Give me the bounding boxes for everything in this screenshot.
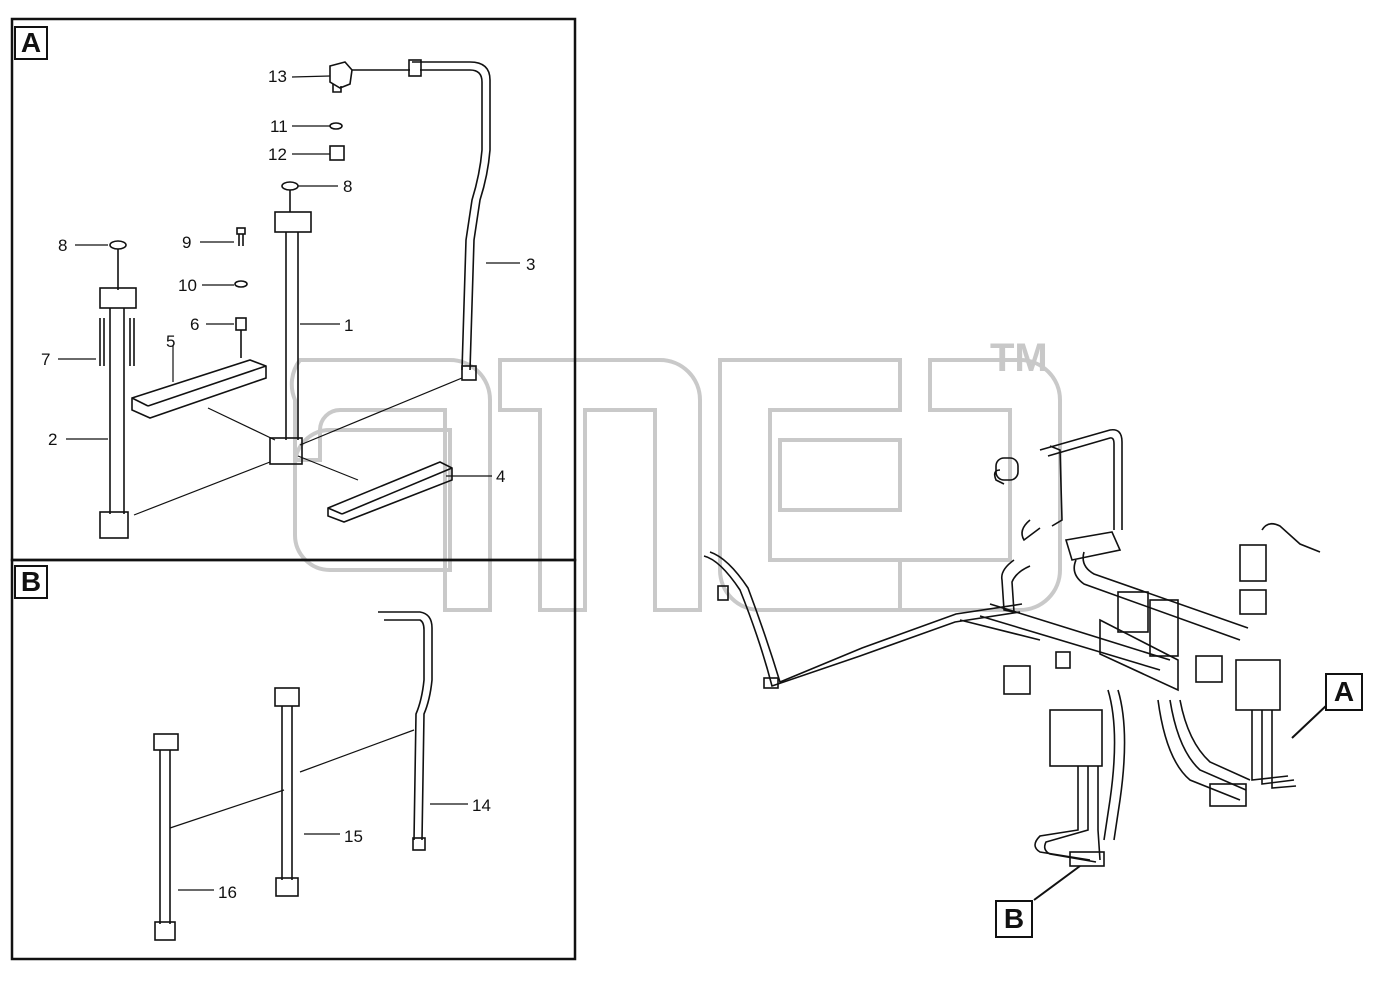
callout-10: 10 (178, 276, 197, 295)
bolt-part-9 (236, 227, 246, 246)
panel-b-label: B (14, 565, 48, 599)
callout-2: 2 (48, 430, 58, 449)
watermark-logo (289, 358, 1062, 612)
watermark-tm: TM (990, 336, 1048, 380)
callout-13: 13 (268, 67, 287, 86)
hydraulic-assembly (703, 428, 1329, 901)
callout-3: 3 (526, 255, 536, 274)
callout-7: 7 (41, 350, 51, 369)
callout-8-right: 8 (343, 177, 353, 196)
callout-1: 1 (344, 316, 354, 335)
washer-part-8-left (109, 240, 127, 250)
panel-b-frame (10, 558, 577, 961)
callout-4: 4 (496, 467, 506, 486)
callout-15: 15 (344, 827, 363, 846)
pipe-part-14 (378, 611, 433, 851)
union-part-12 (329, 145, 345, 161)
assembly-label-a: A (1325, 673, 1363, 711)
pipe-part-3 (408, 59, 491, 381)
tube-part-15 (274, 687, 300, 897)
callout-6: 6 (190, 315, 200, 334)
washer-part-10 (234, 280, 248, 288)
assembly-label-b: B (995, 900, 1033, 938)
bracket-part-5 (131, 359, 267, 419)
panel-a-label: A (14, 26, 48, 60)
bolt-part-7 (99, 318, 135, 366)
callout-12: 12 (268, 145, 287, 164)
callout-9: 9 (182, 233, 192, 252)
bracket-part-4 (327, 461, 453, 523)
callout-14: 14 (472, 796, 491, 815)
callout-8-left: 8 (58, 236, 68, 255)
washer-part-8-right (281, 181, 299, 191)
callout-leaders (58, 75, 520, 891)
washer-part-11 (329, 122, 343, 130)
tube-part-1 (269, 211, 312, 465)
callout-11: 11 (270, 117, 288, 136)
callout-16: 16 (218, 883, 237, 902)
tube-part-16 (153, 733, 179, 941)
elbow-fitting-part-13 (329, 61, 410, 93)
spacer-part-6 (235, 317, 247, 331)
tube-part-2 (99, 287, 137, 539)
callout-5: 5 (166, 332, 176, 351)
